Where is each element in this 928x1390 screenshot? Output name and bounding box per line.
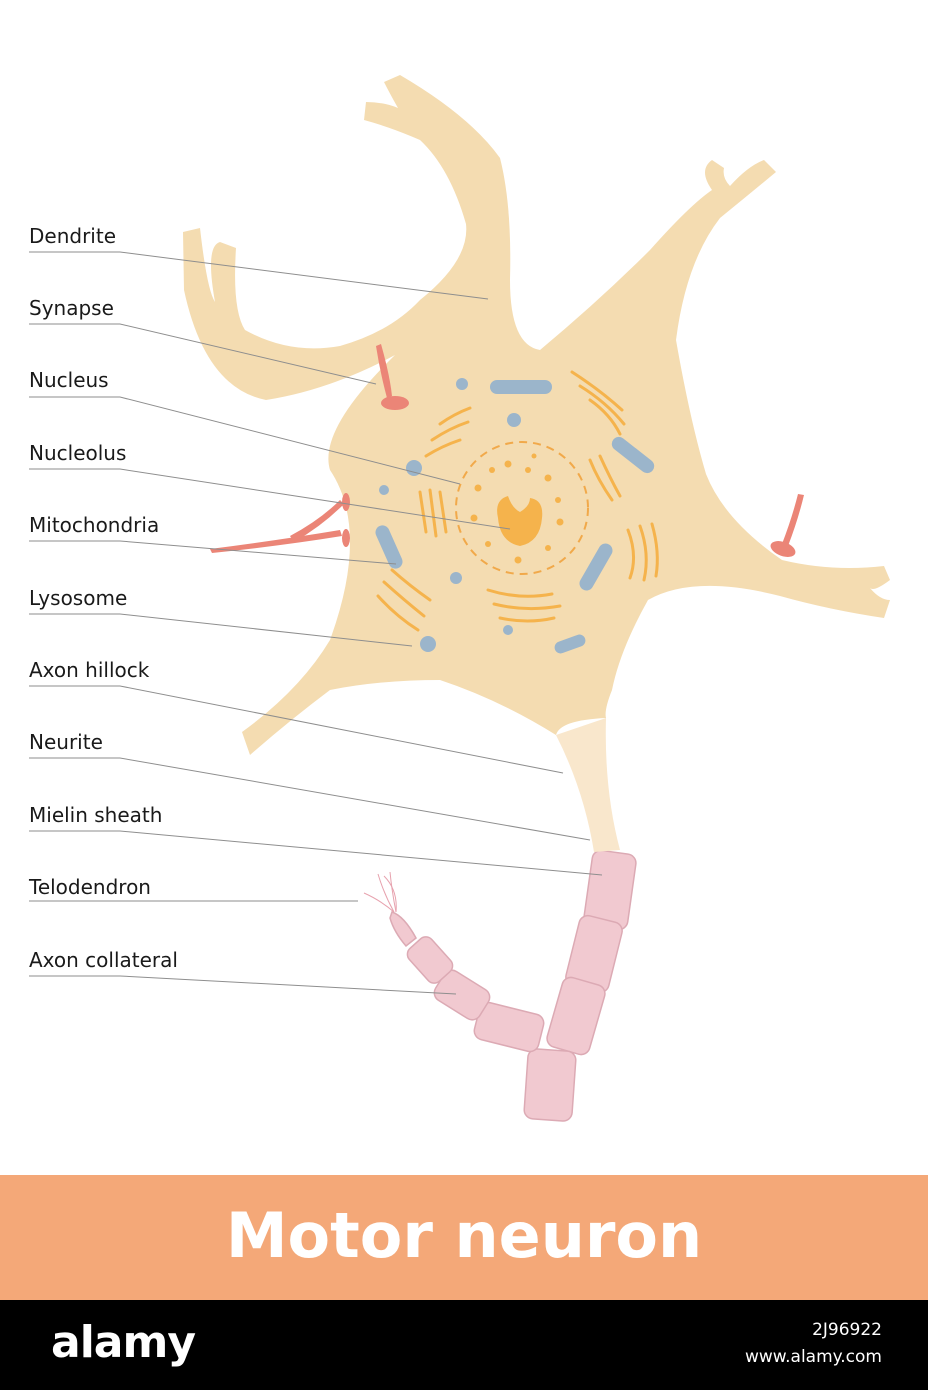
mielin-sheath [523,849,637,1122]
leader-lines [29,251,603,995]
label-nucleolus: Nucleolus [29,441,127,465]
footer-url: www.alamy.com [744,1347,882,1367]
label-mitochondria: Mitochondria [29,513,160,537]
footer-logo: alamy [51,1317,196,1368]
neuron-diagram [29,75,890,1122]
telodendron [363,871,397,913]
footer-image-id: 2J96922 [812,1320,882,1340]
label-axon-hillock: Axon hillock [29,658,150,682]
label-telodendron: Telodendron [29,875,151,899]
title-band [0,1175,928,1300]
nucleolus [497,496,543,546]
label-dendrite: Dendrite [29,224,117,248]
rough-er [376,370,659,632]
page-title: Motor neuron [225,1199,703,1272]
label-nucleus: Nucleus [29,368,109,392]
mitochondria [375,380,655,654]
label-neurite: Neurite [29,730,103,754]
axon-collateral [389,911,545,1053]
cell-body [183,75,890,755]
nucleus [455,441,589,575]
label-lysosome: Lysosome [29,586,128,610]
chromatin [470,453,564,564]
synapse [210,344,804,557]
footer-bar [0,1300,928,1390]
label-axon-collateral: Axon collateral [29,948,178,972]
lysosome [379,378,521,652]
neurite [556,718,620,852]
label-mielin-sheath: Mielin sheath [29,803,163,827]
label-synapse: Synapse [29,296,114,320]
